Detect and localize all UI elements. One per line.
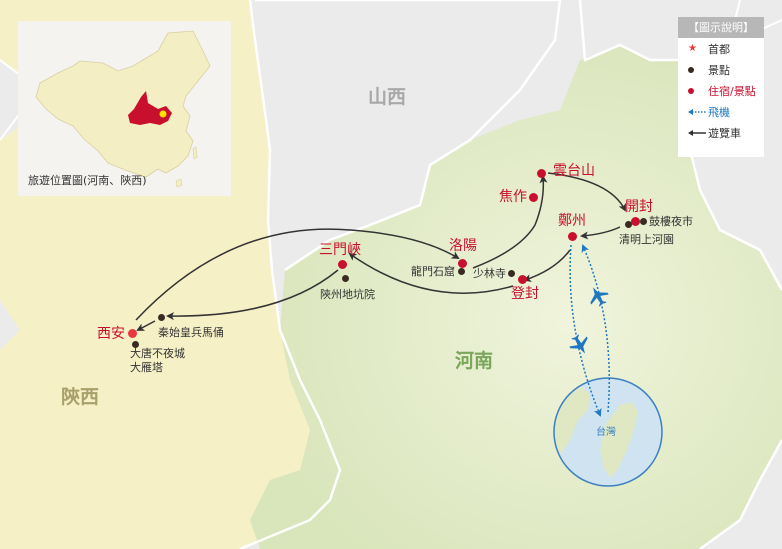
spot-label-datang[interactable]: 大唐不夜城 [130, 347, 185, 360]
dot-kaifeng[interactable] [631, 217, 640, 226]
spot-label-longmen[interactable]: 龍門石窟 [411, 265, 455, 278]
spot-label-qingming[interactable]: 清明上河園 [619, 233, 674, 246]
spot-label-shaolin[interactable]: 少林寺 [473, 267, 506, 280]
taiwan-label: 台灣 [596, 427, 616, 438]
province-label-shaanxi: 陝西 [61, 386, 100, 408]
city-label-sanmenxia[interactable]: 三門峽 [319, 242, 361, 258]
bus-route-zhengzhou-dengfeng [523, 249, 571, 282]
dot-sanmenxia[interactable] [338, 260, 347, 269]
spot-label-dayanta[interactable]: 大雁塔 [130, 361, 163, 374]
dot-qingming[interactable] [625, 221, 632, 228]
province-label-henan: 河南 [455, 350, 494, 372]
dot-shanzhou[interactable] [342, 275, 349, 282]
airplane-icon [590, 287, 609, 307]
legend-item-bus: 遊覽車 [678, 122, 764, 143]
dot-shaolin[interactable] [508, 270, 515, 277]
legend-item-capital: ★ 首都 [678, 38, 764, 59]
flight-return-path [581, 244, 610, 413]
dotted-arrow-icon [688, 108, 708, 115]
bus-route-qinshihuang-xian [136, 320, 156, 331]
spot-label-terracotta[interactable]: 秦始皇兵馬俑 [158, 326, 224, 339]
bus-route-yuntaishan-kaifeng [547, 172, 626, 212]
dot-icon [688, 87, 708, 94]
legend-label: 景點 [708, 63, 730, 77]
city-label-jiaozuo[interactable]: 焦作 [499, 189, 527, 205]
china-outline [35, 30, 211, 188]
province-label-shanxi: 山西 [368, 86, 407, 108]
inset-caption: 旅遊位置圖(河南、陝西) [28, 174, 147, 187]
location-inset-map: 旅遊位置圖(河南、陝西) [18, 21, 231, 196]
airplane-icon [569, 334, 588, 354]
dot-zhengzhou[interactable] [568, 232, 577, 241]
star-icon: ★ [688, 43, 697, 54]
legend-item-stay: 住宿/景點 [678, 80, 764, 101]
city-label-zhengzhou[interactable]: 鄭州 [558, 213, 586, 229]
city-label-yuntaishan[interactable]: 雲台山 [553, 163, 595, 179]
city-label-luoyang[interactable]: 洛陽 [449, 238, 477, 254]
legend-label: 首都 [708, 42, 730, 56]
dot-yuntaishan[interactable] [537, 169, 546, 178]
legend-label: 飛機 [708, 105, 730, 119]
flight-out-path [569, 244, 602, 417]
dot-gulou[interactable] [640, 218, 647, 225]
dot-terracotta[interactable] [158, 314, 165, 321]
bus-route-luoyang-yuntaishan [472, 175, 548, 269]
bus-route-dengfeng-sanmenxia [348, 252, 514, 294]
bus-route-xian-luoyang [135, 228, 460, 321]
legend-label: 遊覽車 [708, 126, 741, 140]
bus-route-kaifeng-zhengzhou [580, 226, 621, 240]
dot-datang[interactable] [132, 341, 139, 348]
dot-icon [688, 66, 708, 73]
legend-title: 【圖示說明】 [678, 17, 764, 38]
dot-longmen[interactable] [458, 268, 465, 275]
spot-label-shanzhou[interactable]: 陝州地坑院 [320, 288, 375, 301]
solid-arrow-icon [688, 129, 708, 136]
spot-label-gulou[interactable]: 鼓樓夜市 [649, 215, 693, 228]
dot-dengfeng[interactable] [518, 275, 527, 284]
dot-jiaozuo[interactable] [529, 193, 538, 202]
city-label-xian[interactable]: 西安 [97, 326, 125, 342]
city-label-kaifeng[interactable]: 開封 [625, 199, 653, 215]
dot-xian[interactable] [128, 329, 137, 338]
bus-route-sanmenxia-qinshihuang [166, 269, 339, 321]
legend-item-flight: 飛機 [678, 101, 764, 122]
legend-label: 住宿/景點 [708, 84, 756, 98]
legend-item-spot: 景點 [678, 59, 764, 80]
legend: 【圖示說明】 ★ 首都 景點 住宿/景點 飛機 遊覽車 [678, 17, 764, 157]
dot-luoyang[interactable] [458, 259, 467, 268]
city-label-dengfeng[interactable]: 登封 [511, 286, 539, 302]
